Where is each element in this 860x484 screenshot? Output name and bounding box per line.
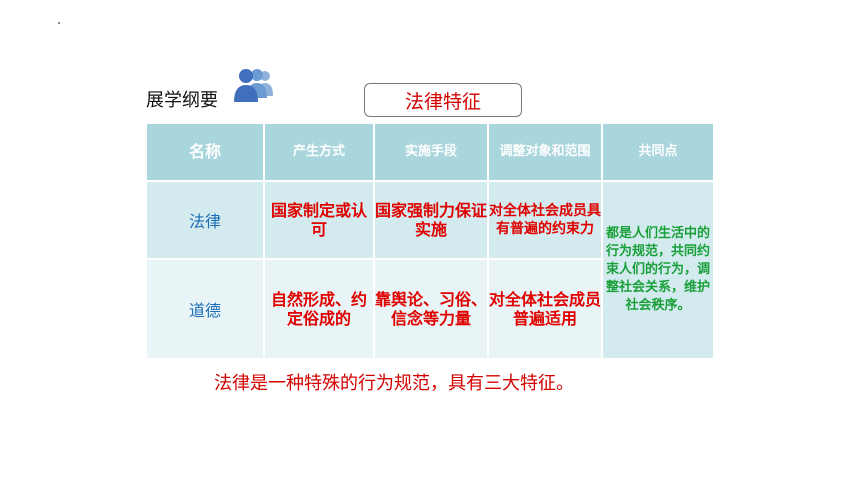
table-row-law: 法律 国家制定或认可 国家强制力保证实施 对全体社会成员具有普遍的约束力 都是人… — [145, 180, 715, 360]
column-header-name: 名称 — [145, 122, 265, 182]
cell-law-scope: 对全体社会成员具有普遍的约束力 — [487, 180, 603, 260]
decorative-dot — [58, 22, 60, 24]
people-group-icon — [234, 69, 273, 102]
cell-common-points: 都是人们生活中的行为规范，共同约束人们的行为，调整社会关系，维护社会秩序。 — [601, 180, 715, 360]
section-label: 展学纲要 — [146, 90, 218, 111]
column-header-common: 共同点 — [601, 122, 715, 182]
cell-morality-scope: 对全体社会成员普遍适用 — [487, 258, 603, 360]
cell-law-production: 国家制定或认可 — [263, 180, 375, 260]
table-header-row: 名称 产生方式 实施手段 调整对象和范围 共同点 — [145, 122, 715, 182]
column-header-scope: 调整对象和范围 — [487, 122, 603, 182]
row-name-law: 法律 — [145, 180, 265, 260]
topic-title-box: 法律特征 — [364, 83, 522, 117]
row-name-morality: 道德 — [145, 258, 265, 360]
cell-morality-production: 自然形成、约定俗成的 — [263, 258, 375, 360]
column-header-production: 产生方式 — [263, 122, 375, 182]
summary-text: 法律是一种特殊的行为规范，具有三大特征。 — [214, 373, 574, 394]
cell-morality-enforcement: 靠舆论、习俗、信念等力量 — [373, 258, 489, 360]
column-header-enforcement: 实施手段 — [373, 122, 489, 182]
table-row-morality: 道德 自然形成、约定俗成的 靠舆论、习俗、信念等力量 对全体社会成员普遍适用 — [145, 258, 714, 360]
comparison-table: 名称 产生方式 实施手段 调整对象和范围 共同点 法律 国家制定或认可 国家强制… — [145, 122, 715, 360]
cell-law-enforcement: 国家强制力保证实施 — [373, 180, 489, 260]
